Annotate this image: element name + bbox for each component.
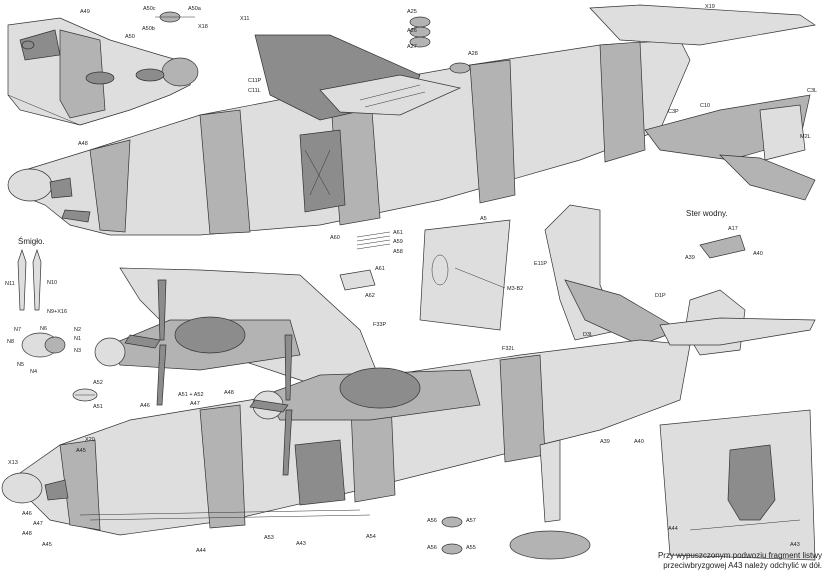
label-m2l: M2L xyxy=(800,134,811,140)
label-x11: X11 xyxy=(240,16,249,22)
propeller-right xyxy=(249,334,293,476)
panel-a5 xyxy=(419,219,511,331)
label-d3l: D3L xyxy=(583,332,593,338)
label-c3p: C3P xyxy=(668,109,679,115)
small-parts-bottom xyxy=(441,516,463,555)
engine-nacelle-left xyxy=(94,316,301,371)
label-a46: A46 xyxy=(22,511,32,517)
label-a55: A55 xyxy=(466,545,476,551)
horizontal-stabilizer-right xyxy=(644,94,816,201)
label-n2: N2 xyxy=(74,327,81,333)
label-n4: N4 xyxy=(30,369,37,375)
label-a50: A50 xyxy=(125,34,135,40)
label-e11p: E11P xyxy=(534,261,547,267)
label-a47: A47 xyxy=(33,521,43,527)
label-a43: A43 xyxy=(296,541,306,547)
label-a57: A57 xyxy=(466,518,476,524)
strut-parts xyxy=(339,231,391,291)
rudder-part xyxy=(699,234,746,259)
label-n3: N3 xyxy=(74,348,81,354)
label-a61-top: A61 xyxy=(393,230,403,236)
tail-fin xyxy=(544,204,681,346)
label-a59: A59 xyxy=(393,239,403,245)
label-a53: A53 xyxy=(264,535,274,541)
label-a54: A54 xyxy=(366,534,376,540)
label-n8: N8 xyxy=(7,339,14,345)
label-c3l: C3L xyxy=(807,88,817,94)
label-a40-top: A40 xyxy=(753,251,763,257)
label-c11p: C11P xyxy=(248,78,262,84)
label-c10: C10 xyxy=(700,103,710,109)
part-labels: A49 A50 A50c A50b A50a X18 X11 C11P C11L… xyxy=(5,4,817,554)
label-n7: N7 xyxy=(14,327,21,333)
label-c11l: C11L xyxy=(248,88,261,94)
label-a45: A45 xyxy=(42,542,52,548)
label-a48-bottom: A48 xyxy=(22,531,32,537)
label-n10: N10 xyxy=(47,280,57,286)
label-a50c: A50c xyxy=(143,6,156,12)
assembly-note-line1: Przy wypuszczonym podwoziu fragment list… xyxy=(657,551,822,560)
label-a56-top: A56 xyxy=(427,518,437,524)
lower-tail xyxy=(659,289,816,356)
label-a43-detail: A43 xyxy=(790,542,800,548)
propeller-left xyxy=(124,279,167,406)
label-n11: N11 xyxy=(5,281,15,287)
upper-wing-root xyxy=(254,34,462,121)
assembly-note-line2: przeciwbryzgowej A43 należy odchylić w d… xyxy=(663,561,822,570)
label-a50a: A50a xyxy=(188,6,202,12)
small-antenna-part xyxy=(155,11,195,23)
label-a62: A62 xyxy=(365,293,375,299)
label-a17: A17 xyxy=(728,226,738,232)
label-a44-detail: A44 xyxy=(668,526,678,532)
label-n6: N6 xyxy=(40,326,47,332)
label-a27: A27 xyxy=(407,44,417,50)
label-a48: A48 xyxy=(224,390,234,396)
label-a39: A39 xyxy=(600,439,610,445)
label-a47-top: A47 xyxy=(190,401,200,407)
label-a58: A58 xyxy=(393,249,403,255)
label-a45-top: A45 xyxy=(76,448,86,454)
label-x18: X18 xyxy=(198,24,208,30)
wing-float xyxy=(509,439,591,560)
label-a46-top: A46 xyxy=(140,403,150,409)
label-a26: A26 xyxy=(407,28,417,34)
label-a25: A25 xyxy=(407,9,417,15)
label-a50b: A50b xyxy=(142,26,155,32)
label-a28: A28 xyxy=(468,51,478,57)
propeller-parts xyxy=(17,248,98,402)
small-parts-top xyxy=(409,16,471,74)
label-a48-top: A48 xyxy=(78,141,88,147)
label-x20: X20 xyxy=(85,437,95,443)
label-a51-a52: A51 + A52 xyxy=(178,392,204,398)
nose-detail-view xyxy=(7,17,199,126)
top-right-tail xyxy=(589,4,816,46)
label-m3-b2: M3-B2 xyxy=(507,286,523,292)
label-a39-top: A39 xyxy=(685,255,695,261)
label-a61: A61 xyxy=(375,266,385,272)
label-x19: X19 xyxy=(705,4,715,10)
label-a49: A49 xyxy=(80,9,90,15)
propeller-caption: Śmigło. xyxy=(18,237,45,246)
label-a40: A40 xyxy=(634,439,644,445)
rudder-caption: Ster wodny. xyxy=(686,209,728,218)
label-f32l: F32L xyxy=(502,346,515,352)
label-x13: X13 xyxy=(8,460,18,466)
label-n1: N1 xyxy=(74,336,81,342)
label-a52: A52 xyxy=(93,380,103,386)
label-d1p: D1P xyxy=(655,293,666,299)
lower-fuselage xyxy=(1,339,691,536)
assembly-note: Przy wypuszczonym podwoziu fragment list… xyxy=(560,551,822,571)
label-a56: A56 xyxy=(427,545,437,551)
label-n9-x16: N9+X16 xyxy=(47,309,67,315)
label-a60: A60 xyxy=(330,235,340,241)
label-a44: A44 xyxy=(196,548,206,554)
label-a5: A5 xyxy=(480,216,487,222)
label-f33p: F33P xyxy=(373,322,386,328)
label-n5: N5 xyxy=(17,362,24,368)
detail-panel-bottom-right xyxy=(659,409,816,561)
label-a51: A51 xyxy=(93,404,103,410)
